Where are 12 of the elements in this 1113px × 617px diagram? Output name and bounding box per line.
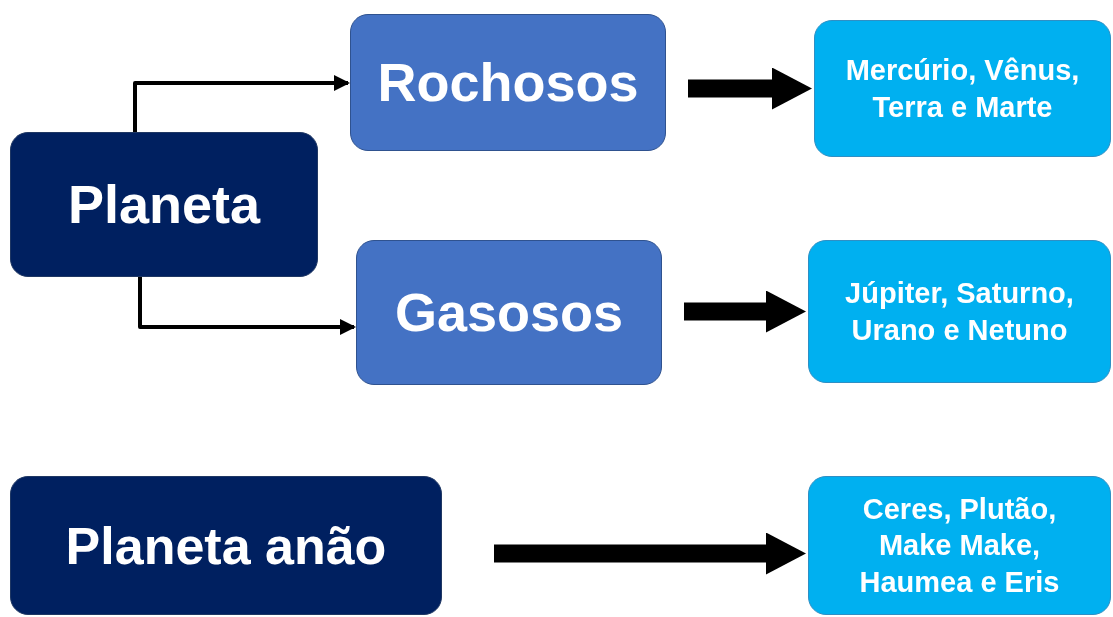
arrow xyxy=(138,277,356,335)
process-box: Gasosos xyxy=(356,240,662,385)
arrow xyxy=(494,532,806,575)
arrow xyxy=(684,290,806,333)
arrow xyxy=(133,75,350,132)
process-box: Ceres, Plutão, Make Make, Haumea e Eris xyxy=(808,476,1111,615)
arrow xyxy=(688,67,812,110)
process-box: Mercúrio, Vênus, Terra e Marte xyxy=(814,20,1111,157)
process-box: Rochosos xyxy=(350,14,666,151)
process-box: Planeta anão xyxy=(10,476,442,615)
process-box: Planeta xyxy=(10,132,318,277)
process-box: Júpiter, Saturno, Urano e Netuno xyxy=(808,240,1111,383)
